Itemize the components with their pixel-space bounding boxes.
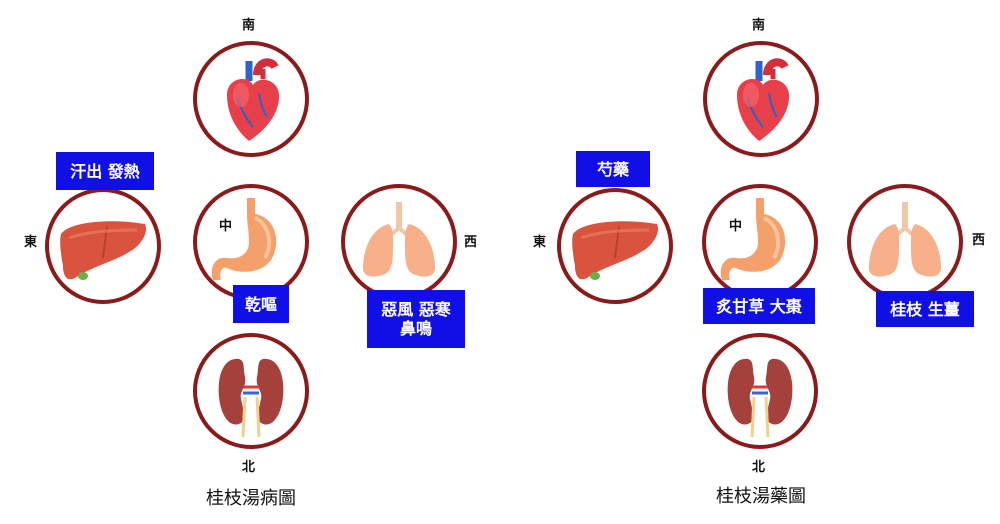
heart-icon [737,58,790,141]
direction-north: 北 [752,460,766,475]
stomach-icon [211,198,277,280]
liver-circle [45,188,161,304]
liver-symptom-label: 汗出 發熱 [56,152,154,190]
left-diagram-title: 桂枝湯病圖 [206,488,296,509]
direction-south: 南 [752,18,766,33]
lung-icon [363,202,435,277]
heart-icon [227,58,280,141]
direction-east: 東 [533,235,547,250]
direction-west: 西 [972,233,986,248]
stomach-symptom-label: 乾嘔 [233,285,289,323]
left-panel: 南 東 汗出 發熱 中 乾嘔 西 惡風 惡寒 鼻鳴 [24,18,478,509]
direction-south: 南 [242,18,256,33]
kidney-circle [702,333,818,449]
right-diagram-title: 桂枝湯藥圖 [716,486,806,507]
stomach-circle [193,184,309,300]
liver-icon [572,221,659,280]
direction-north: 北 [242,460,256,475]
direction-center: 中 [219,219,233,234]
lung-symptom-label: 惡風 惡寒 鼻鳴 [367,290,465,348]
lung-circle [341,184,457,300]
lung-herb-label: 桂枝 生薑 [876,291,974,327]
direction-east: 東 [24,235,38,250]
heart-circle [193,41,309,157]
stomach-herb-label: 炙甘草 大棗 [703,288,815,324]
kidney-icon [218,358,284,438]
lung-icon [869,202,941,277]
stomach-icon [720,198,786,280]
kidney-circle [193,333,309,449]
stomach-circle [702,184,818,300]
direction-west: 西 [464,235,478,250]
kidney-icon [727,358,793,438]
liver-herb-label: 芍藥 [576,151,650,187]
direction-center: 中 [729,219,743,234]
right-panel: 南 東 芍藥 中 炙甘草 大棗 西 桂枝 生薑 [510,0,1000,524]
liver-circle [557,188,673,304]
liver-icon [60,221,147,280]
heart-circle [703,41,819,157]
lung-circle [847,184,963,300]
